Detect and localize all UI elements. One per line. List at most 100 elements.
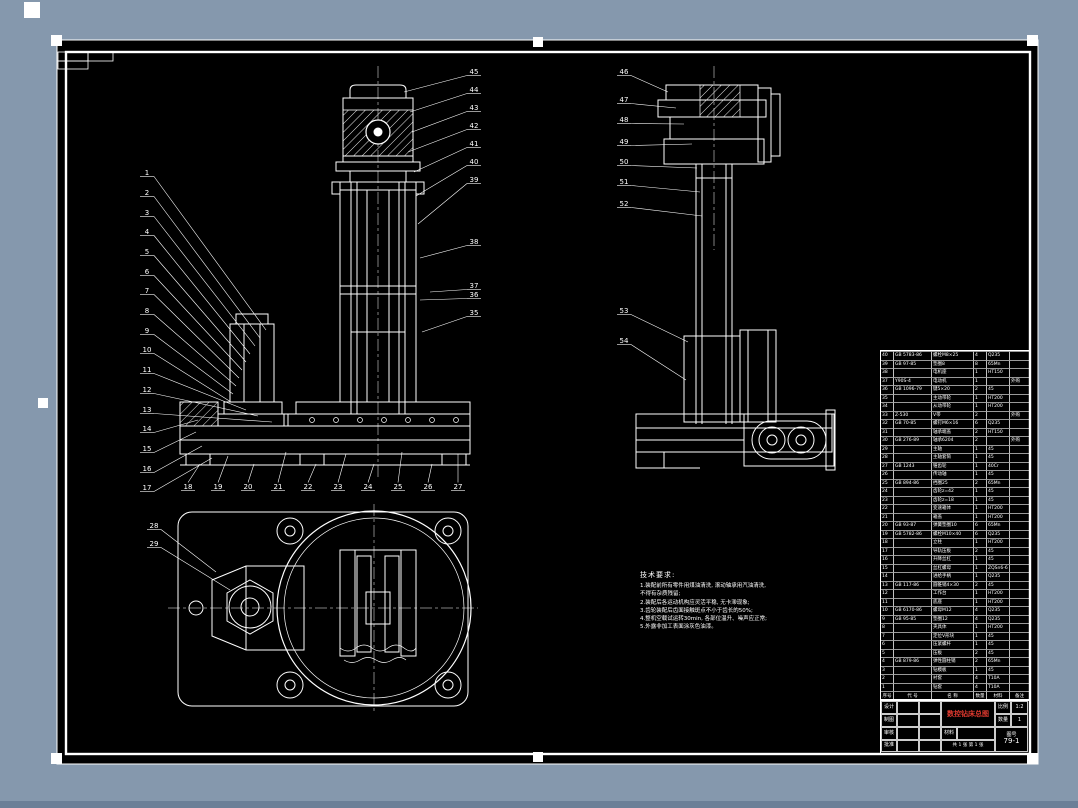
bom-cell [1010, 589, 1029, 598]
bom-cell: 传动轴 [932, 470, 974, 479]
bom-cell: T10A [987, 674, 1010, 683]
svg-text:29: 29 [150, 540, 159, 548]
svg-text:47: 47 [620, 96, 629, 104]
bom-cell: 8 [881, 623, 894, 632]
bom-cell: 1 [974, 640, 987, 649]
svg-text:53: 53 [620, 307, 629, 315]
svg-text:11: 11 [143, 366, 152, 374]
bom-cell [1010, 674, 1029, 683]
svg-text:4: 4 [145, 228, 150, 236]
bom-cell: 外购 [1010, 376, 1029, 386]
part-balloon: 5 [140, 248, 247, 363]
bom-cell: 工作台 [932, 589, 974, 598]
svg-text:51: 51 [620, 178, 629, 186]
bom-cell: 2 [974, 385, 987, 394]
bom-cell: 24 [881, 487, 894, 496]
tb-row-label: 制图 [881, 714, 897, 727]
bom-cell: Q235 [987, 419, 1010, 428]
part-balloon: 52 [617, 200, 703, 217]
part-balloon: 18 [181, 463, 201, 491]
part-balloon: 50 [617, 158, 698, 169]
bom-cell: ZQSn6-6 [987, 563, 1010, 572]
bom-cell: 1 [974, 597, 987, 606]
bom-cell: 8 [974, 359, 987, 368]
bom-cell [1010, 665, 1029, 675]
bom-cell: 39 [881, 359, 894, 368]
bom-cell [894, 487, 932, 496]
part-balloon: 24 [361, 463, 375, 491]
bom-cell: 17 [881, 546, 894, 555]
bom-cell: 25 [881, 478, 894, 487]
part-balloon: 45 [403, 68, 481, 93]
bom-cell [894, 393, 932, 402]
svg-text:20: 20 [244, 483, 253, 491]
bom-cell [1010, 444, 1029, 454]
bom-cell: 23 [881, 495, 894, 504]
bom-cell: Q235 [987, 606, 1010, 615]
qty-value: 1 [1011, 714, 1028, 727]
svg-text:8: 8 [145, 307, 149, 315]
bom-cell: 1 [974, 368, 987, 377]
bom-cell: GB 1243 [894, 461, 932, 470]
registration-mark [533, 37, 543, 47]
part-balloon: 23 [331, 453, 347, 491]
bom-cell: 1 [974, 589, 987, 598]
side-view [635, 66, 836, 471]
bom-cell: 45 [987, 470, 1010, 479]
part-balloon: 3 [140, 209, 256, 347]
bom-cell: 45 [987, 555, 1010, 564]
bom-cell [894, 623, 932, 632]
bom-cell: GB 894-86 [894, 478, 932, 487]
bom-cell: HT200 [987, 538, 1010, 547]
svg-text:9: 9 [145, 327, 149, 335]
bom-cell: 5 [881, 648, 894, 657]
bom-cell: Q235 [987, 529, 1010, 538]
bom-cell: 1 [974, 470, 987, 479]
bom-cell: 12 [881, 589, 894, 598]
bom-cell: 进给手柄 [932, 572, 974, 581]
bom-cell: GB 117-86 [894, 580, 932, 589]
bom-cell: HT150 [987, 427, 1010, 436]
part-balloon: 20 [241, 463, 255, 491]
bom-cell: GB 97-85 [894, 359, 932, 368]
bom-cell: 2 [974, 657, 987, 666]
bom-cell: GB 70-85 [894, 419, 932, 428]
svg-text:2: 2 [145, 189, 149, 197]
bom-cell: 定位V形块 [932, 631, 974, 640]
bom-cell: 夹具体 [932, 623, 974, 632]
part-balloon: 51 [617, 178, 701, 193]
drawing-number: 79-1 [1003, 737, 1020, 746]
bom-cell: 弹性圆柱销 [932, 657, 974, 666]
bom-cell [894, 538, 932, 547]
bom-cell: 1 [974, 461, 987, 470]
sheet-frame [24, 2, 1039, 765]
bom-cell [1010, 359, 1029, 369]
drawing-title: 数控钻床总图 [941, 701, 995, 727]
bom-cell [1010, 487, 1029, 496]
svg-text:1: 1 [145, 169, 149, 177]
bom-cell: HT200 [987, 504, 1010, 513]
notes-body: 1.装配前所有零件用煤油清洗, 滚动轴承用汽油清洗, 不得有杂质残留;2.装配后… [640, 582, 770, 632]
bom-cell [1010, 385, 1029, 394]
bom-cell [1010, 470, 1029, 479]
svg-text:12: 12 [143, 386, 152, 394]
scale-label: 比例 [995, 701, 1011, 714]
tb-blank [897, 701, 919, 714]
svg-text:16: 16 [143, 465, 152, 473]
bom-cell [894, 368, 932, 377]
bom-cell: 压紧螺杆 [932, 640, 974, 649]
bom-cell: 钻模板 [932, 665, 974, 674]
bom-cell: 备注 [1010, 691, 1029, 700]
bom-cell: GB 93-87 [894, 521, 932, 530]
